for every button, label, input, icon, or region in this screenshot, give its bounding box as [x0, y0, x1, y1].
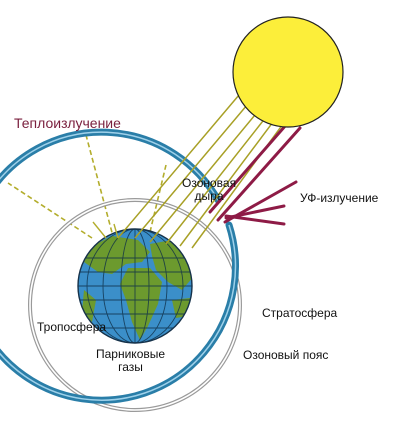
greenhouse-line1: Парниковые — [96, 347, 166, 361]
ozone-hole-line2: дыра — [194, 189, 224, 203]
uv-rays — [208, 123, 302, 226]
heat-radiation-label: Теплоизлучение — [14, 115, 121, 131]
ozone-layer-label: Озоновый пояс — [243, 348, 329, 362]
uv-radiation-label: УФ-излучение — [300, 191, 379, 205]
stratosphere-label: Стратосфера — [262, 306, 338, 320]
ozone-hole-label: Озоновая дыра — [182, 177, 236, 203]
earth-globe — [77, 228, 193, 344]
heat-radiation-rays — [7, 134, 167, 241]
ozone-hole-line1: Озоновая — [182, 176, 237, 190]
troposphere-label: Тропосфера — [37, 320, 107, 334]
greenhouse-line2: газы — [118, 360, 143, 374]
greenhouse-gases-label: Парниковые газы — [96, 348, 165, 374]
sun — [232, 16, 344, 128]
